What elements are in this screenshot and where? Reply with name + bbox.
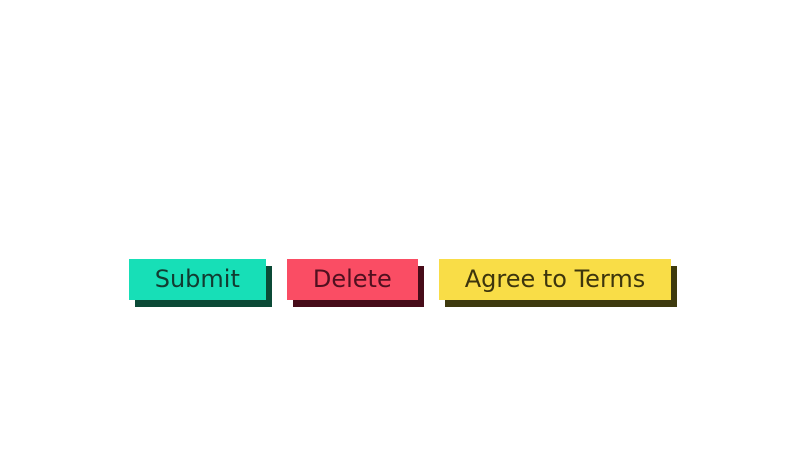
agree-to-terms-button[interactable]: Agree to Terms [438, 259, 672, 300]
submit-button[interactable]: Submit [128, 259, 266, 300]
delete-button[interactable]: Delete [286, 259, 418, 300]
button-row: Submit Delete Agree to Terms [0, 259, 800, 300]
